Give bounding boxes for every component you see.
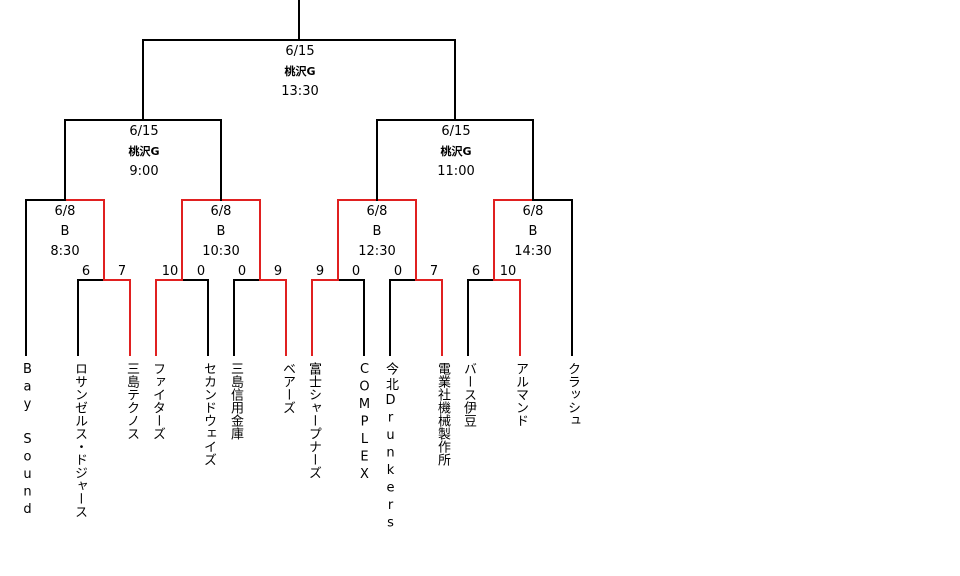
score-r1m3-a: 0 bbox=[237, 264, 247, 279]
score-r1m4-b: 0 bbox=[351, 264, 361, 279]
round2-info-1: 6/8 B 8:30 bbox=[20, 202, 110, 262]
round2-info-4: 6/8 B 14:30 bbox=[488, 202, 578, 262]
score-r1m2-a: 10 bbox=[161, 264, 179, 279]
round2-time: 10:30 bbox=[202, 244, 240, 259]
round2-date: 6/8 bbox=[54, 204, 76, 219]
team-name: アルマンド bbox=[513, 362, 528, 427]
score-r1m3-b: 9 bbox=[273, 264, 283, 279]
score-r1m4-a: 9 bbox=[315, 264, 325, 279]
score-r1m6-a: 6 bbox=[471, 264, 481, 279]
final-match-info: 6/15 桃沢G 13:30 bbox=[255, 42, 345, 102]
score-r1m1-b: 7 bbox=[117, 264, 127, 279]
score-r1m2-b: 0 bbox=[196, 264, 206, 279]
team-name: バース伊豆 bbox=[461, 362, 476, 427]
round2-venue: B bbox=[216, 224, 226, 239]
score-r1m5-b: 7 bbox=[429, 264, 439, 279]
team-name: ロサンゼルス・ドジャース bbox=[72, 362, 87, 518]
team-name: 電業社機械製作所 bbox=[435, 362, 450, 466]
team-name: 三島信用金庫 bbox=[228, 362, 243, 440]
team-name: 三島テクノス bbox=[124, 362, 139, 440]
team-name: COMPLEX bbox=[357, 362, 372, 485]
round2-time: 14:30 bbox=[514, 244, 552, 259]
round2-venue: B bbox=[528, 224, 538, 239]
round2-time: 8:30 bbox=[50, 244, 80, 259]
team-name: 富士シャープナーズ bbox=[306, 362, 321, 479]
semifinal-time: 11:00 bbox=[437, 164, 475, 179]
team-name: Bay Sound bbox=[20, 362, 35, 520]
semifinal-info-left: 6/15 桃沢G 9:00 bbox=[99, 122, 189, 182]
score-r1m1-a: 6 bbox=[81, 264, 91, 279]
semifinal-time: 9:00 bbox=[129, 164, 159, 179]
team-name: ファイターズ bbox=[150, 362, 165, 440]
semifinal-venue: 桃沢G bbox=[128, 145, 160, 158]
round2-date: 6/8 bbox=[522, 204, 544, 219]
team-name: セカンドウェイズ bbox=[201, 362, 216, 466]
round2-venue: B bbox=[372, 224, 382, 239]
semifinal-venue: 桃沢G bbox=[440, 145, 472, 158]
round2-date: 6/8 bbox=[366, 204, 388, 219]
round2-time: 12:30 bbox=[358, 244, 396, 259]
round2-info-2: 6/8 B 10:30 bbox=[176, 202, 266, 262]
semifinal-info-right: 6/15 桃沢G 11:00 bbox=[411, 122, 501, 182]
final-venue: 桃沢G bbox=[284, 65, 316, 78]
team-name: 今北Drunkers bbox=[383, 362, 398, 533]
team-name: ベアーズ bbox=[280, 362, 295, 414]
round2-venue: B bbox=[60, 224, 70, 239]
team-name: クラッシュ bbox=[565, 362, 580, 427]
final-time: 13:30 bbox=[281, 84, 319, 99]
semifinal-date: 6/15 bbox=[129, 124, 159, 139]
round2-info-3: 6/8 B 12:30 bbox=[332, 202, 422, 262]
score-r1m6-b: 10 bbox=[499, 264, 517, 279]
score-r1m5-a: 0 bbox=[393, 264, 403, 279]
round2-date: 6/8 bbox=[210, 204, 232, 219]
semifinal-date: 6/15 bbox=[441, 124, 471, 139]
final-date: 6/15 bbox=[285, 44, 315, 59]
